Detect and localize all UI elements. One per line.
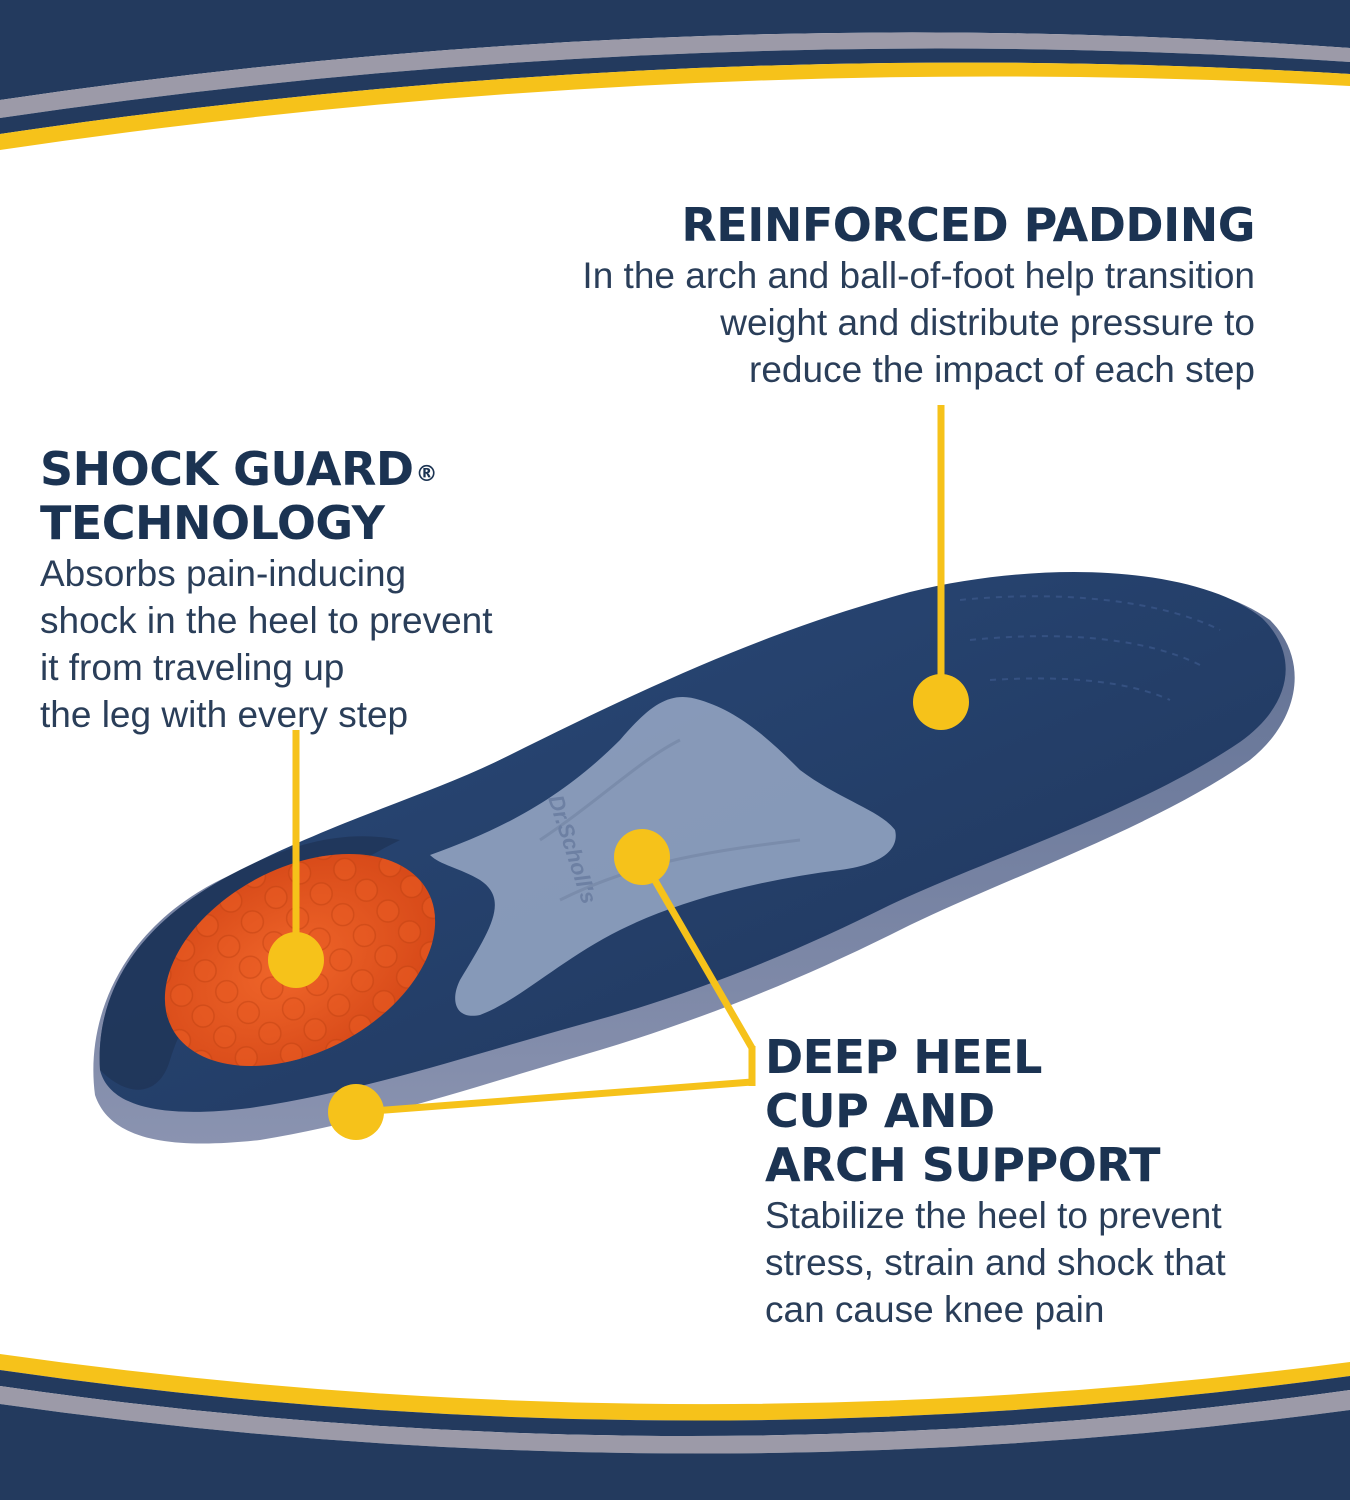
feature-title: SHOCK GUARD® TECHNOLOGY [40, 442, 438, 550]
callout-dot-heel [328, 1084, 384, 1140]
feature-description: Absorbs pain-inducing shock in the heel … [40, 553, 493, 735]
feature-title: DEEP HEEL CUP AND ARCH SUPPORT [765, 1030, 1161, 1192]
feature-description: Stabilize the heel to prevent stress, st… [765, 1195, 1226, 1330]
feature-deep-heel-cup: DEEP HEEL CUP AND ARCH SUPPORT Stabilize… [765, 1030, 1325, 1333]
top-decorative-bands [0, 0, 1350, 150]
callout-dot-padding [913, 674, 969, 730]
callout-dot-shock [268, 932, 324, 988]
feature-description: In the arch and ball-of-foot help transi… [582, 255, 1255, 390]
feature-shock-guard: SHOCK GUARD® TECHNOLOGY Absorbs pain-ind… [40, 442, 660, 738]
bottom-decorative-bands [0, 1354, 1350, 1500]
registered-mark: ® [415, 462, 438, 487]
feature-reinforced-padding: REINFORCED PADDING In the arch and ball-… [355, 198, 1255, 393]
callout-dot-arch [614, 829, 670, 885]
insole-illustration: Dr.Scholl's [93, 572, 1295, 1144]
feature-title: REINFORCED PADDING [681, 198, 1255, 252]
callout-lines [292, 405, 945, 1116]
